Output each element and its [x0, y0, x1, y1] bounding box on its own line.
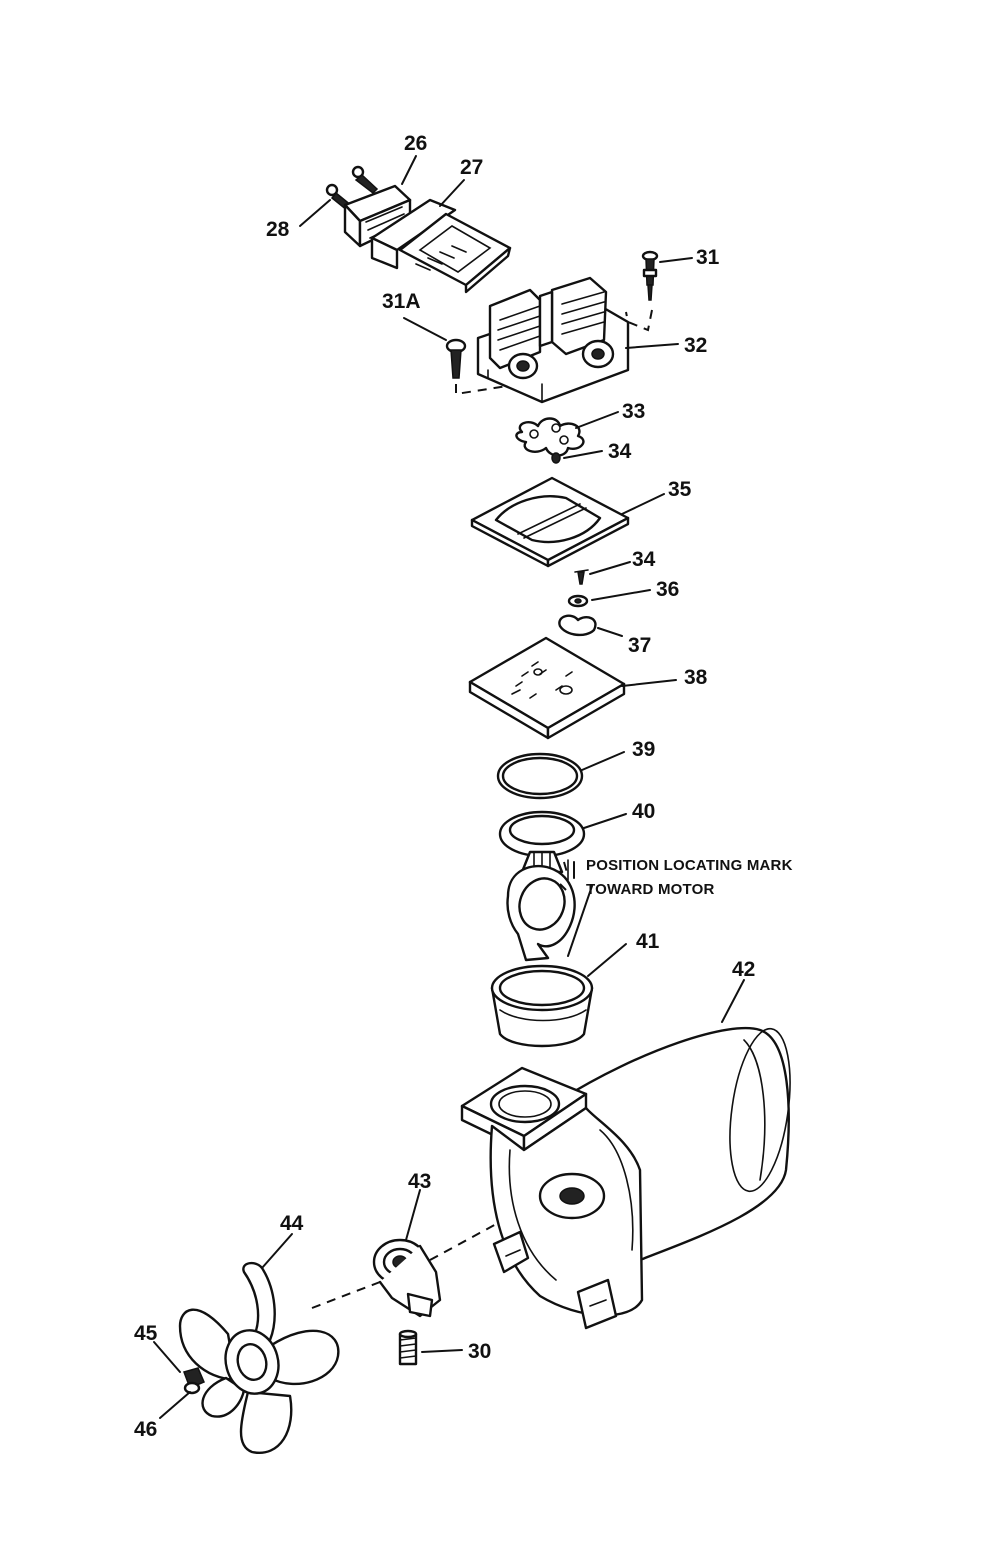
part-32-cylinder-head [476, 276, 630, 404]
label-35: 35 [668, 478, 692, 501]
label-33: 33 [622, 400, 645, 423]
part-44-fan [178, 1261, 340, 1455]
label-28: 28 [266, 218, 290, 241]
label-30: 30 [468, 1340, 491, 1363]
label-31: 31 [696, 246, 720, 269]
label-44: 44 [280, 1212, 304, 1235]
label-46: 46 [134, 1418, 157, 1441]
leader-lines [153, 155, 745, 1419]
part-38-valve-plate [468, 636, 626, 740]
label-36: 36 [656, 578, 679, 601]
label-32: 32 [684, 334, 707, 357]
label-43: 43 [408, 1170, 431, 1193]
part-42-motor-housing [460, 1026, 791, 1330]
label-27: 27 [460, 156, 483, 179]
label-42: 42 [732, 958, 755, 981]
part-36-retainer [567, 594, 589, 608]
label-31a: 31A [382, 290, 421, 313]
label-45: 45 [134, 1322, 158, 1345]
label-37: 37 [628, 634, 651, 657]
part-40-connecting-rod [498, 810, 586, 962]
part-31a-screw [445, 338, 521, 396]
part-26-retainer [343, 184, 412, 248]
part-35-gasket [470, 476, 630, 568]
note-line-1: POSITION LOCATING MARK [586, 857, 793, 874]
note-line-2: TOWARD MOTOR [586, 881, 715, 898]
label-41: 41 [636, 930, 660, 953]
part-31-screw [625, 250, 659, 332]
part-30-set-screw [398, 1329, 418, 1366]
label-40: 40 [632, 800, 655, 823]
part-37-reed [558, 614, 597, 637]
part-39-o-ring [496, 752, 584, 800]
part-41-cylinder-sleeve [490, 964, 594, 1048]
part-33-reed-valve [515, 417, 585, 457]
label-26: 26 [404, 132, 427, 155]
locating-mark-note: POSITION LOCATING MARK TOWARD MOTOR [586, 857, 793, 898]
part-43-eccentric [372, 1238, 442, 1318]
part-34-screw-lower [574, 569, 589, 585]
part-46-washer [183, 1381, 201, 1395]
callout-labels: 26 27 28 31 31A 32 33 34 35 34 36 37 38 … [134, 132, 755, 1441]
label-38: 38 [684, 666, 708, 689]
label-39: 39 [632, 738, 655, 761]
label-34-upper: 34 [608, 440, 632, 463]
assembly-centerlines [311, 861, 569, 1309]
label-34-lower: 34 [632, 548, 656, 571]
part-34-screw-upper [551, 452, 561, 464]
part-27-valve-head [370, 198, 512, 294]
